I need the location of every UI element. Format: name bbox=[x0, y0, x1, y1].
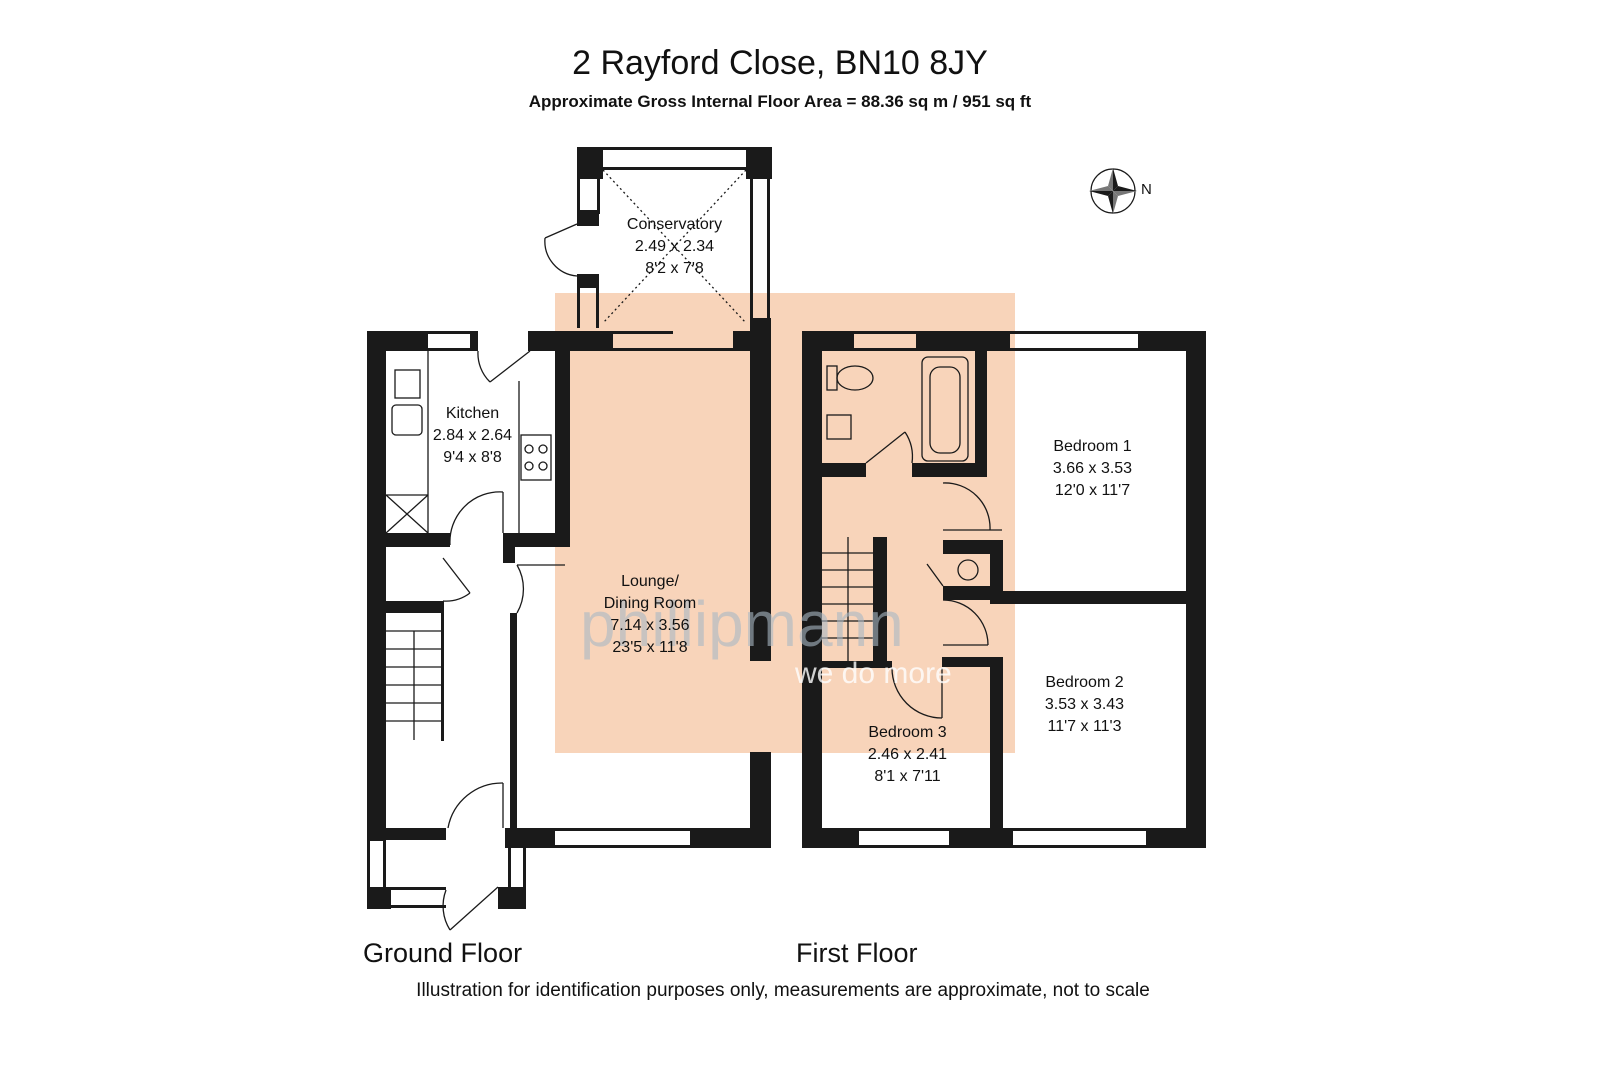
room-name-line1: Lounge/ bbox=[621, 573, 679, 590]
room-bedroom-2: Bedroom 2 3.53 x 3.43 11'7 x 11'3 bbox=[1022, 672, 1147, 738]
room-bedroom-3: Bedroom 3 2.46 x 2.41 8'1 x 7'11 bbox=[845, 722, 970, 788]
room-bedroom-1: Bedroom 1 3.66 x 3.53 12'0 x 11'7 bbox=[1030, 436, 1155, 502]
room-metric: 2.46 x 2.41 bbox=[867, 746, 948, 763]
room-metric: 2.84 x 2.64 bbox=[432, 427, 513, 444]
room-name: Conservatory bbox=[626, 216, 723, 233]
watermark-tagline: we do more bbox=[794, 657, 952, 690]
watermark-overlay bbox=[555, 293, 1015, 753]
doors-and-fixtures bbox=[385, 169, 1002, 931]
room-imperial: 9'4 x 8'8 bbox=[443, 449, 502, 466]
room-name: Kitchen bbox=[445, 405, 500, 422]
room-name: Bedroom 1 bbox=[1053, 438, 1132, 455]
room-metric: 3.53 x 3.43 bbox=[1044, 696, 1125, 713]
room-lounge-dining: Lounge/ Dining Room 7.14 x 3.56 23'5 x 1… bbox=[580, 571, 720, 659]
compass-icon bbox=[1089, 168, 1137, 214]
room-imperial: 23'5 x 11'8 bbox=[612, 639, 688, 656]
compass-north-label: N bbox=[1141, 181, 1152, 198]
floor-area-subtitle: Approximate Gross Internal Floor Area = … bbox=[528, 92, 1032, 111]
first-floor-label: First Floor bbox=[796, 938, 918, 968]
room-imperial: 8'2 x 7'8 bbox=[645, 260, 704, 277]
ground-floor-walls bbox=[367, 147, 772, 909]
room-name-line2: Dining Room bbox=[603, 595, 697, 612]
room-conservatory: Conservatory 2.49 x 2.34 8'2 x 7'8 bbox=[597, 214, 752, 280]
room-name: Bedroom 3 bbox=[868, 724, 947, 741]
ground-floor-label: Ground Floor bbox=[363, 938, 523, 968]
disclaimer: Illustration for identification purposes… bbox=[416, 980, 1150, 1001]
room-metric: 2.49 x 2.34 bbox=[634, 238, 715, 255]
room-metric: 3.66 x 3.53 bbox=[1052, 460, 1133, 477]
room-imperial: 12'0 x 11'7 bbox=[1054, 482, 1131, 499]
watermark-brand: phillipmann bbox=[580, 588, 904, 660]
first-floor-walls bbox=[802, 331, 1206, 848]
room-name: Bedroom 2 bbox=[1045, 674, 1124, 691]
room-kitchen: Kitchen 2.84 x 2.64 9'4 x 8'8 bbox=[425, 403, 520, 469]
room-metric: 7.14 x 3.56 bbox=[610, 617, 690, 634]
room-imperial: 11'7 x 11'3 bbox=[1047, 718, 1122, 735]
room-imperial: 8'1 x 7'11 bbox=[874, 768, 941, 785]
page-title: 2 Rayford Close, BN10 8JY bbox=[572, 44, 988, 82]
